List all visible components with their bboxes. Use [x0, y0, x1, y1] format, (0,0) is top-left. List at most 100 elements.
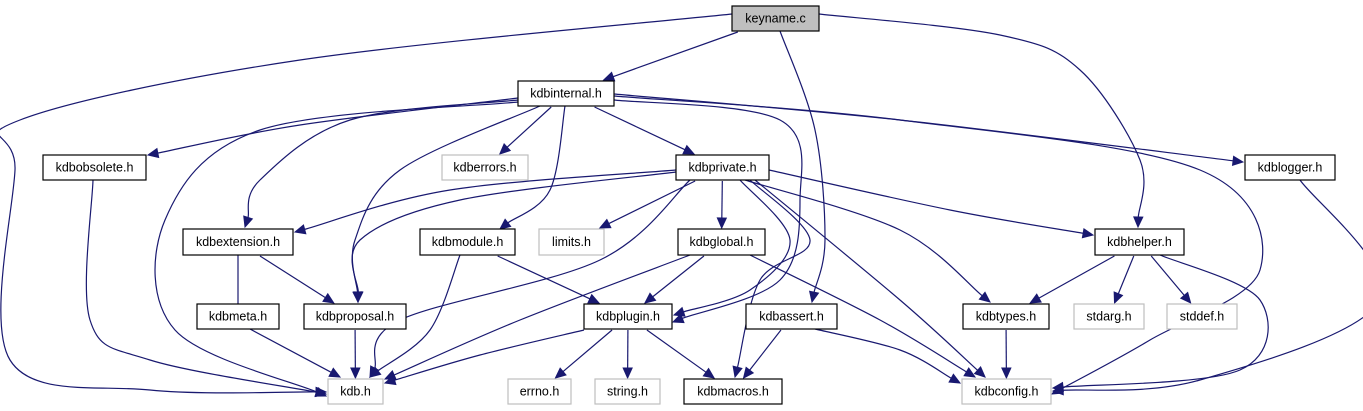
node-label: stddef.h [1180, 310, 1225, 324]
node-label: kdbplugin.h [596, 310, 660, 324]
node-label: keyname.c [745, 12, 805, 26]
node-label: kdbprivate.h [688, 161, 756, 175]
node-label: kdbproposal.h [316, 310, 395, 324]
edge-kdblogger-h-to-kdbconfig-h [1062, 179, 1363, 391]
node-label: string.h [607, 385, 648, 399]
edge-kdbmodule-h-to-kdb-h [377, 254, 461, 372]
arrowhead-icon [1179, 291, 1192, 304]
arrowhead-icon [672, 306, 686, 317]
arrowhead-icon [1113, 291, 1124, 305]
node-label: kdb.h [340, 385, 371, 399]
arrowhead-icon [808, 290, 820, 304]
edge-kdbinternal-h-to-kdblogger-h [613, 93, 1234, 162]
edge-kdbinternal-h-to-kdbmodule-h [507, 105, 566, 224]
edge-kdbprivate-h-to-limits-h [608, 180, 696, 225]
edge-kdbinternal-h-to-kdbconfig-h [613, 95, 1264, 390]
arrowhead-icon [499, 218, 512, 230]
node-label: kdbglobal.h [690, 235, 754, 249]
arrowhead-icon [498, 143, 512, 155]
arrowhead-icon [702, 367, 716, 379]
arrowhead-icon [554, 367, 567, 379]
node-kdbobsolete-h[interactable]: kdbobsolete.h [42, 154, 147, 181]
arrowhead-icon [682, 144, 696, 155]
node-label: kdbmacros.h [697, 385, 769, 399]
node-kdberrors-h[interactable]: kdberrors.h [441, 154, 529, 181]
node-keyname-c[interactable]: keyname.c [731, 5, 820, 32]
edge-kdbprivate-h-to-kdbproposal-h [351, 171, 677, 293]
node-kdbprivate-h[interactable]: kdbprivate.h [675, 154, 770, 181]
node-label: kdbobsolete.h [56, 161, 134, 175]
arrowhead-icon [716, 217, 728, 230]
arrowhead-icon [369, 366, 382, 378]
arrowhead-icon [1081, 227, 1095, 239]
node-kdbmodule-h[interactable]: kdbmodule.h [419, 228, 516, 256]
edge-kdbhelper-h-to-stdarg-h [1117, 255, 1135, 294]
edge-kdbhelper-h-to-stddef-h [1150, 255, 1185, 296]
node-kdbconfig-h[interactable]: kdbconfig.h [961, 378, 1052, 405]
edge-kdbglobal-h-to-kdb-h [393, 254, 691, 376]
edge-kdbinternal-h-to-kdbprivate-h [594, 106, 686, 151]
arrowhead-icon [243, 215, 254, 229]
edge-kdbextension-h-to-kdbproposal-h [259, 255, 326, 299]
edge-kdbhelper-h-to-kdbtypes-h [1038, 255, 1115, 299]
arrowhead-icon [963, 367, 977, 378]
node-kdbinternal-h[interactable]: kdbinternal.h [517, 80, 615, 107]
arrowhead-icon [322, 292, 335, 304]
arrowhead-icon [383, 374, 397, 386]
node-label: kdbextension.h [196, 235, 280, 249]
nodes-layer: keyname.c kdbinternal.h kdbobsolete.h kd… [42, 5, 1336, 405]
edge-kdbassert-h-to-kdbmacros-h [749, 329, 782, 371]
node-kdbhelper-h[interactable]: kdbhelper.h [1094, 228, 1185, 256]
edge-kdbassert-h-to-kdbconfig-h [814, 328, 952, 379]
edge-kdbplugin-h-to-errno-h [562, 329, 613, 372]
arrowhead-icon [587, 293, 601, 304]
edge-kdbprivate-h-to-kdbplugin-h [683, 179, 791, 313]
edge-keyname-c-to-kdb-h [0, 13, 733, 394]
node-limits-h[interactable]: limits.h [538, 228, 605, 256]
edge-kdbplugin-h-to-kdbmacros-h [646, 329, 707, 373]
edge-kdbglobal-h-to-kdbconfig-h [749, 254, 967, 373]
arrowhead-icon [1001, 367, 1012, 380]
node-label: kdbassert.h [759, 310, 824, 324]
edge-kdbprivate-h-to-kdb-h [373, 179, 691, 369]
node-label: kdblogger.h [1258, 161, 1323, 175]
edge-kdbmeta-h-to-kdb-h [249, 328, 332, 373]
arrowhead-icon [978, 291, 991, 303]
node-kdbproposal-h[interactable]: kdbproposal.h [303, 303, 407, 330]
node-label: kdberrors.h [453, 161, 516, 175]
edge-kdbmodule-h-to-kdbplugin-h [497, 255, 591, 300]
node-kdbglobal-h[interactable]: kdbglobal.h [677, 228, 766, 256]
node-kdbmacros-h[interactable]: kdbmacros.h [683, 378, 783, 405]
edge-kdbprivate-h-to-kdbmacros-h [736, 179, 811, 368]
node-string-h[interactable]: string.h [594, 378, 661, 405]
edge-kdbinternal-h-to-kdbproposal-h [351, 105, 541, 293]
edge-keyname-c-to-kdbinternal-h [612, 31, 738, 78]
node-kdbmeta-h[interactable]: kdbmeta.h [196, 303, 280, 330]
arrowhead-icon [1133, 216, 1144, 229]
edge-keyname-c-to-kdbhelper-h [818, 13, 1145, 218]
node-kdbassert-h[interactable]: kdbassert.h [745, 303, 838, 330]
arrowhead-icon [1231, 155, 1245, 166]
node-kdbextension-h[interactable]: kdbextension.h [182, 228, 294, 256]
node-kdblogger-h[interactable]: kdblogger.h [1244, 154, 1336, 181]
edge-kdbinternal-h-to-kdb-h [154, 101, 519, 393]
arrowhead-icon [622, 367, 633, 380]
node-kdbtypes-h[interactable]: kdbtypes.h [962, 303, 1050, 330]
node-kdbplugin-h[interactable]: kdbplugin.h [583, 303, 673, 330]
arrowhead-icon [598, 218, 612, 229]
arrowhead-icon [350, 367, 361, 380]
edge-keyname-c-to-kdbassert-h [779, 30, 826, 293]
node-stddef-h[interactable]: stddef.h [1166, 303, 1238, 330]
node-label: kdbconfig.h [975, 385, 1039, 399]
node-kdb-h[interactable]: kdb.h [327, 378, 384, 405]
node-label: kdbtypes.h [976, 310, 1037, 324]
arrowhead-icon [732, 365, 743, 379]
arrowhead-icon [742, 366, 755, 379]
node-stdarg-h[interactable]: stdarg.h [1073, 303, 1145, 330]
node-errno-h[interactable]: errno.h [507, 378, 572, 405]
arrowhead-icon [1029, 293, 1042, 304]
edge-kdbplugin-h-to-kdb-h [394, 329, 585, 381]
edge-kdbinternal-h-to-kdbextension-h [247, 99, 519, 218]
arrowhead-icon [293, 224, 307, 235]
node-label: limits.h [552, 235, 591, 249]
